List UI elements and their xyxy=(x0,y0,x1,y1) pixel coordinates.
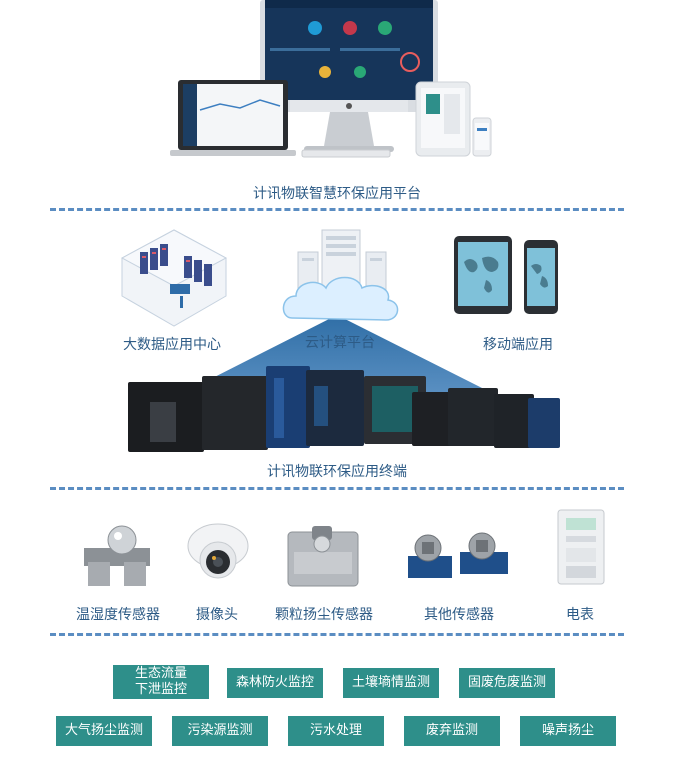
terminal-devices xyxy=(128,360,568,456)
sensor-label-meter: 电表 xyxy=(566,607,594,623)
divider-platform xyxy=(50,208,624,211)
terminal-device-3 xyxy=(266,366,310,448)
app-tag-forest-fire: 森林防火监控 xyxy=(227,668,323,698)
mobile-app-label: 移动端应用 xyxy=(483,337,553,353)
terminal-title: 计讯物联环保应用终端 xyxy=(267,464,407,480)
mobile-devices-illustration xyxy=(452,236,562,316)
data-center-illustration xyxy=(118,226,230,332)
sensor-label-temp-humidity: 温湿度传感器 xyxy=(76,607,160,623)
app-tag-ecological-flow: 生态流量 下泄监控 xyxy=(113,665,209,699)
terminal-device-9 xyxy=(528,398,560,448)
app-tag-noise-dust: 噪声扬尘 xyxy=(520,716,616,746)
device-mockups-illustration xyxy=(170,0,492,158)
app-tag-ecological-flow-line2: 下泄监控 xyxy=(134,682,187,697)
app-tag-ecological-flow-line1: 生态流量 xyxy=(134,666,187,681)
sensor-camera-illustration xyxy=(184,520,252,586)
app-tag-air-dust: 大气扬尘监测 xyxy=(56,716,152,746)
terminal-device-1 xyxy=(128,382,204,452)
sensor-temp-humidity-illustration xyxy=(78,520,158,592)
app-tag-solid-waste: 固废危废监测 xyxy=(459,668,555,698)
sensor-other-illustration xyxy=(404,528,514,584)
device-mockups xyxy=(170,0,500,160)
app-tag-waste: 废弃监测 xyxy=(404,716,500,746)
sensor-label-other: 其他传感器 xyxy=(424,607,494,623)
terminal-device-7 xyxy=(448,388,498,446)
data-center-label: 大数据应用中心 xyxy=(123,337,221,353)
sensor-dust-illustration xyxy=(286,524,360,588)
divider-terminal xyxy=(50,487,624,490)
platform-title: 计讯物联智慧环保应用平台 xyxy=(253,186,421,202)
sensor-label-dust: 颗粒扬尘传感器 xyxy=(275,607,373,623)
cloud-platform-label: 云计算平台 xyxy=(305,335,375,351)
sensor-label-camera: 摄像头 xyxy=(196,607,238,623)
sensor-meter-illustration xyxy=(556,508,606,586)
terminal-device-2 xyxy=(202,376,268,450)
terminal-device-4 xyxy=(306,370,364,446)
app-tag-soil-moisture: 土壤墒情监测 xyxy=(343,668,439,698)
app-tag-pollution-source: 污染源监测 xyxy=(172,716,268,746)
divider-sensors xyxy=(50,633,624,636)
terminal-device-6 xyxy=(412,392,452,446)
cloud-servers-illustration xyxy=(282,226,402,330)
terminal-device-8 xyxy=(494,394,534,448)
app-tag-sewage: 污水处理 xyxy=(288,716,384,746)
